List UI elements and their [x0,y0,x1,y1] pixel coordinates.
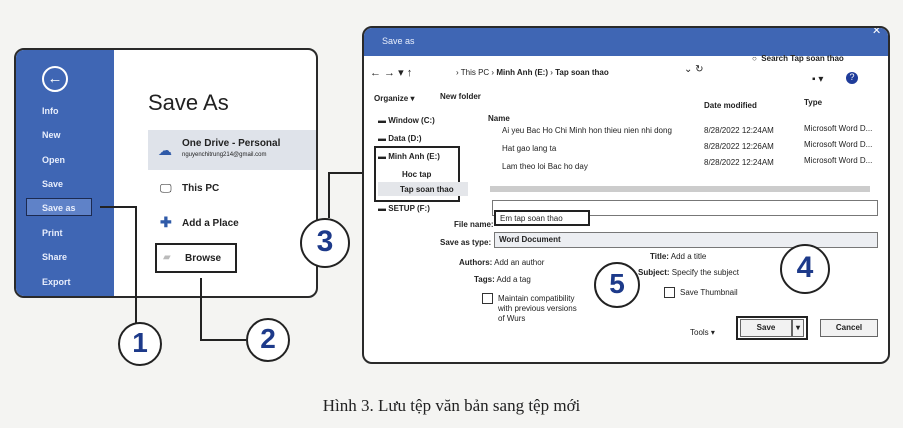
tags-label: Tags: [474,275,495,284]
dialog-title: Save as [382,36,415,46]
backstage-sidebar: ← Info New Open Save Save as Print Share… [16,50,114,296]
crumb[interactable]: Minh Anh (E:) [496,68,548,77]
authors-field[interactable]: Add an author [494,258,545,267]
file-name-input[interactable]: Em tap soan thao [494,210,590,226]
column-type[interactable]: Type [804,98,823,107]
connector [328,172,330,218]
nav-item-hoc-tap[interactable]: Hoc tap [402,170,432,179]
title-field[interactable]: Add a title [670,252,707,261]
file-type: Microsoft Word D... [804,140,873,149]
file-name[interactable]: Ai yeu Bac Ho Chi Minh hon thieu nien nh… [502,126,672,135]
add-place-option[interactable]: Add a Place [182,218,239,229]
step-2-badge: 2 [246,318,290,362]
browse-button[interactable]: ▰ Browse [155,243,237,273]
menu-share[interactable]: Share [42,252,68,262]
nav-label: Data (D:) [388,134,422,143]
monitor-icon: 🖵 [160,181,172,195]
nav-arrows-icon[interactable]: ← → ▾ ↑ [370,67,413,79]
save-thumbnail-label: Save Thumbnail [680,288,738,297]
crumb[interactable]: This PC [460,68,490,77]
nav-item-setup-f[interactable]: ▬ SETUP (F:) [378,204,430,213]
cancel-button[interactable]: Cancel [820,319,878,337]
file-name[interactable]: Hat gao lang ta [502,144,557,153]
tools-menu[interactable]: Tools ▾ [690,328,715,337]
authors-label: Authors: [459,258,493,267]
menu-print[interactable]: Print [42,228,63,238]
file-date: 8/28/2022 12:26AM [704,142,774,151]
folder-icon: ▰ [163,252,171,263]
tags-field[interactable]: Add a tag [496,275,531,284]
save-highlight [736,316,808,340]
file-date: 8/28/2022 12:24AM [704,158,774,167]
onedrive-label: One Drive - Personal [182,138,281,149]
nav-item-window-c[interactable]: ▬ Window (C:) [378,116,435,125]
file-date: 8/28/2022 12:24AM [704,126,774,135]
save-dropdown-icon[interactable]: ▾ [792,319,804,337]
nav-label: Window (C:) [388,116,435,125]
nav-label: SETUP (F:) [388,204,430,213]
onedrive-email: nguyenchitrung214@gmail.com [182,152,267,158]
organize-button[interactable]: Organize ▾ [374,94,415,103]
step-4-badge: 4 [780,244,830,294]
save-thumbnail-checkbox[interactable] [664,287,675,298]
plus-icon: ✚ [160,214,172,230]
browse-label: Browse [185,253,222,264]
menu-info[interactable]: Info [42,106,59,116]
nav-item-minh-anh-e[interactable]: ▬ Minh Anh (E:) [378,152,440,161]
subject-field[interactable]: Specify the subject [671,268,739,277]
help-icon[interactable]: ? [846,72,858,84]
connector [135,206,137,324]
connector [100,206,136,208]
save-as-highlight [26,198,92,216]
nav-highlight-box [374,146,460,202]
save-button[interactable]: Save [740,319,792,337]
crumb[interactable]: Tap soan thao [555,68,609,77]
refresh-icon[interactable]: ⌄ ↻ [684,64,704,75]
column-date[interactable]: Date modified [704,101,757,110]
step-3-badge: 3 [300,218,350,268]
breadcrumb[interactable]: › This PC › Minh Anh (E:) › Tap soan tha… [456,68,609,77]
connector [328,172,368,174]
subject-label: Subject: [638,268,670,277]
nav-item-tap-soan-thao[interactable]: Tap soan thao [400,185,454,194]
step-5-badge: 5 [594,262,640,308]
search-box[interactable]: ○ Search Tap soan thao [752,54,844,63]
close-icon[interactable]: ✕ [872,26,882,37]
save-type-select[interactable]: Word Document [494,232,878,248]
menu-save-as[interactable]: Save as [42,203,76,213]
page-title: Save As [148,90,229,115]
new-folder-button[interactable]: New folder [440,92,481,101]
view-icon[interactable]: ▪ ▾ [812,74,824,85]
title-label: Title: [650,252,669,261]
figure-caption: Hình 3. Lưu tệp văn bản sang tệp mới [322,396,581,415]
step-1-badge: 1 [118,322,162,366]
nav-item-data-d[interactable]: ▬ Data (D:) [378,134,422,143]
file-type: Microsoft Word D... [804,156,873,165]
onedrive-location[interactable]: ☁ One Drive - Personal nguyenchitrung214… [148,130,316,170]
nav-selected-bg [378,182,468,196]
this-pc-option[interactable]: This PC [182,183,220,194]
maintain-compat-checkbox[interactable] [482,293,493,304]
menu-new[interactable]: New [42,130,61,140]
connector [200,278,202,340]
save-type-label: Save as type: [440,238,492,247]
back-arrow-icon[interactable]: ← [42,66,68,92]
nav-label: Minh Anh (E:) [388,152,440,161]
dialog-titlebar: Save as [364,28,888,56]
file-type: Microsoft Word D... [804,124,873,133]
menu-export[interactable]: Export [42,277,71,287]
menu-open[interactable]: Open [42,155,66,165]
save-as-dialog: Save as ✕ ← → ▾ ↑ › This PC › Minh Anh (… [362,26,890,364]
file-name-label: File name: [454,220,494,229]
cloud-icon: ☁ [158,142,172,158]
menu-save[interactable]: Save [42,179,64,189]
word-backstage-panel: ← Info New Open Save Save as Print Share… [14,48,318,298]
search-placeholder: Search Tap soan thao [761,54,844,63]
column-name[interactable]: Name [488,114,510,123]
maintain-compat-label: Maintain compatibility with previous ver… [498,294,577,323]
horizontal-scrollbar[interactable] [490,186,870,192]
file-name[interactable]: Lam theo loi Bac ho day [502,162,588,171]
connector [200,339,246,341]
